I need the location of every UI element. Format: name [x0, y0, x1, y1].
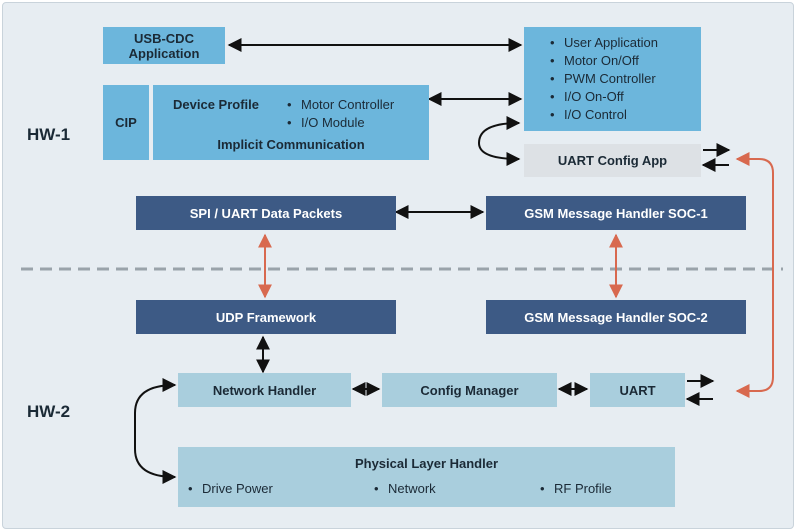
- user-app-item: User Application: [550, 34, 658, 52]
- user-application-box: User Application Motor On/Off PWM Contro…: [524, 27, 701, 131]
- spi-uart-data-packets-box: SPI / UART Data Packets: [136, 196, 396, 230]
- hw1-label: HW-1: [27, 125, 71, 144]
- user-app-item: Motor On/Off: [550, 52, 658, 70]
- device-profile-item: Motor Controller: [287, 96, 394, 114]
- config-manager-box: Config Manager: [382, 373, 557, 407]
- udp-framework-box: UDP Framework: [136, 300, 396, 334]
- uart-box: UART: [590, 373, 685, 407]
- usb-cdc-line1: USB-CDC: [134, 30, 194, 46]
- physical-layer-title: Physical Layer Handler: [354, 456, 499, 471]
- physical-layer-item: Drive Power: [188, 480, 273, 498]
- gsm-message-handler-soc2-box: GSM Message Handler SOC-2: [486, 300, 746, 334]
- device-profile-title: Device Profile: [173, 97, 259, 112]
- implicit-communication-label: Implicit Communication: [217, 137, 365, 152]
- usb-cdc-line2: Application: [128, 45, 200, 61]
- user-app-item: I/O On-Off: [550, 88, 658, 106]
- device-profile-item: I/O Module: [287, 114, 394, 132]
- physical-layer-item-3: RF Profile: [540, 480, 612, 498]
- physical-layer-item: Network: [374, 480, 436, 498]
- arrow-loop-user-app-to-uart-config: [477, 116, 521, 166]
- network-handler-box: Network Handler: [178, 373, 351, 407]
- device-profile-list: Motor Controller I/O Module: [287, 96, 394, 132]
- usb-cdc-application-box: USB-CDC Application: [103, 27, 225, 64]
- physical-layer-item: RF Profile: [540, 480, 612, 498]
- physical-layer-item-1: Drive Power: [188, 480, 273, 498]
- uart-config-app-box: UART Config App: [524, 144, 701, 177]
- arrow-network-handler-to-physical-layer: [134, 378, 177, 484]
- connector-layer: [21, 38, 783, 494]
- physical-layer-item-2: Network: [374, 480, 436, 498]
- gsm-message-handler-soc1-box: GSM Message Handler SOC-1: [486, 196, 746, 230]
- hw2-label: HW-2: [27, 402, 71, 421]
- user-app-item: PWM Controller: [550, 70, 658, 88]
- cip-box: CIP: [103, 85, 149, 160]
- physical-layer-handler-box: Physical Layer Handler Drive Power Netwo…: [178, 447, 675, 507]
- user-app-item: I/O Control: [550, 106, 658, 124]
- user-application-list: User Application Motor On/Off PWM Contro…: [550, 34, 658, 124]
- arrow-uart-config-to-uart-hw2: [735, 152, 774, 398]
- device-profile-box: Device Profile Motor Controller I/O Modu…: [153, 85, 429, 160]
